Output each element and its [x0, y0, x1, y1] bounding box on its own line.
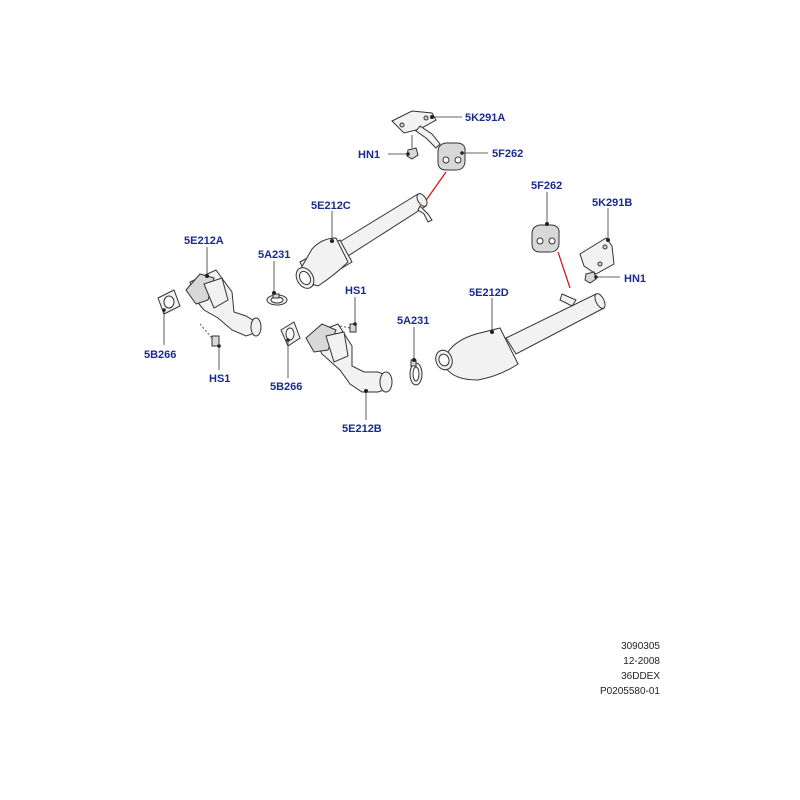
bracket-5K291B	[579, 237, 615, 275]
diagram-reference-block: 3090305 12-2008 36DDEX P0205580-01	[600, 639, 660, 699]
label-5B266-mid: 5B266	[270, 381, 302, 393]
clamp-5A231-left	[266, 293, 288, 306]
label-5K291A: 5K291A	[465, 112, 505, 124]
reference-code: 3090305	[621, 641, 660, 652]
label-5B266-left: 5B266	[144, 349, 176, 361]
label-5F262-top: 5F262	[492, 148, 523, 160]
pipe-5E212C	[295, 193, 433, 289]
rubber-mount-5F262-top	[437, 142, 466, 171]
label-5E212A: 5E212A	[184, 235, 224, 247]
clamp-5A231-right	[409, 359, 423, 386]
downpipe-5E212B	[305, 323, 393, 393]
stud-HS1-left	[199, 323, 220, 347]
label-5E212B: 5E212B	[342, 423, 382, 435]
label-5E212C: 5E212C	[311, 200, 351, 212]
reference-model-code: 36DDEX	[621, 671, 660, 682]
stud-HS1-mid	[339, 323, 357, 333]
label-5A231-right: 5A231	[397, 315, 429, 327]
label-HN1-top: HN1	[358, 149, 380, 161]
gasket-5B266-mid	[280, 321, 301, 347]
label-HS1-mid: HS1	[345, 285, 366, 297]
gasket-5B266-left	[157, 289, 181, 315]
label-HS1-left: HS1	[209, 373, 230, 385]
downpipe-5E212A	[185, 269, 262, 337]
label-5E212D: 5E212D	[469, 287, 509, 299]
nut-HN1-right	[584, 271, 597, 284]
label-HN1-right: HN1	[624, 273, 646, 285]
bracket-5K291A	[391, 110, 441, 149]
pipe-5E212D	[435, 293, 606, 381]
label-5K291B: 5K291B	[592, 197, 632, 209]
reference-date: 12-2008	[623, 656, 660, 667]
rubber-mount-5F262-right	[531, 224, 560, 253]
reference-part-number: P0205580-01	[599, 686, 660, 697]
label-5F262-right: 5F262	[531, 180, 562, 192]
label-5A231-left: 5A231	[258, 249, 290, 261]
